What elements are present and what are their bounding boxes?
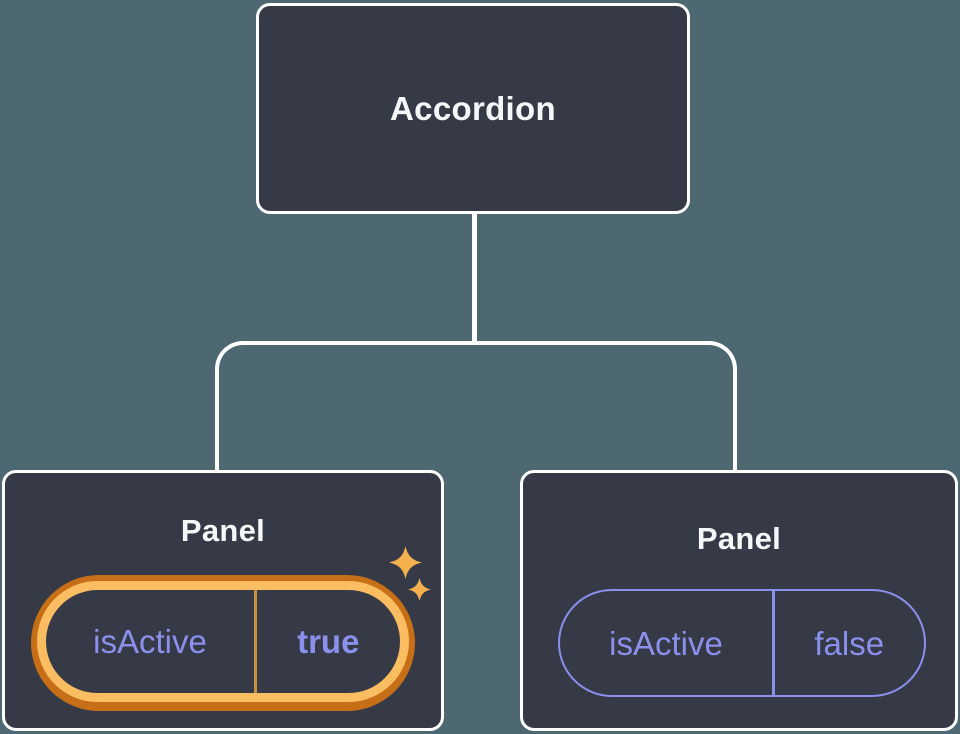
tree-branch-line: [215, 341, 737, 473]
accordion-node: Accordion: [256, 3, 690, 214]
prop-pill-active-body: isActive true: [46, 590, 400, 693]
prop-name: isActive: [609, 624, 723, 662]
sparkle-small-icon: [408, 578, 431, 601]
panel-title: Panel: [696, 521, 782, 556]
prop-value: true: [297, 623, 360, 660]
accordion-label: Accordion: [390, 89, 556, 127]
prop-value: false: [814, 624, 885, 662]
panel-node-inactive: Panel isActive false: [520, 470, 958, 731]
pill-divider: [772, 591, 775, 695]
prop-pill-inactive: isActive false: [558, 589, 926, 697]
panel-node-active: Panel isActive true: [2, 470, 444, 731]
sparkle-large-icon: [389, 546, 422, 579]
panel-title: Panel: [180, 513, 266, 548]
prop-pill-active: isActive true: [31, 575, 415, 711]
pill-divider: [254, 590, 257, 693]
tree-stem-line: [472, 212, 477, 344]
prop-name: isActive: [93, 623, 207, 660]
prop-pill-active-ring: isActive true: [37, 581, 409, 702]
